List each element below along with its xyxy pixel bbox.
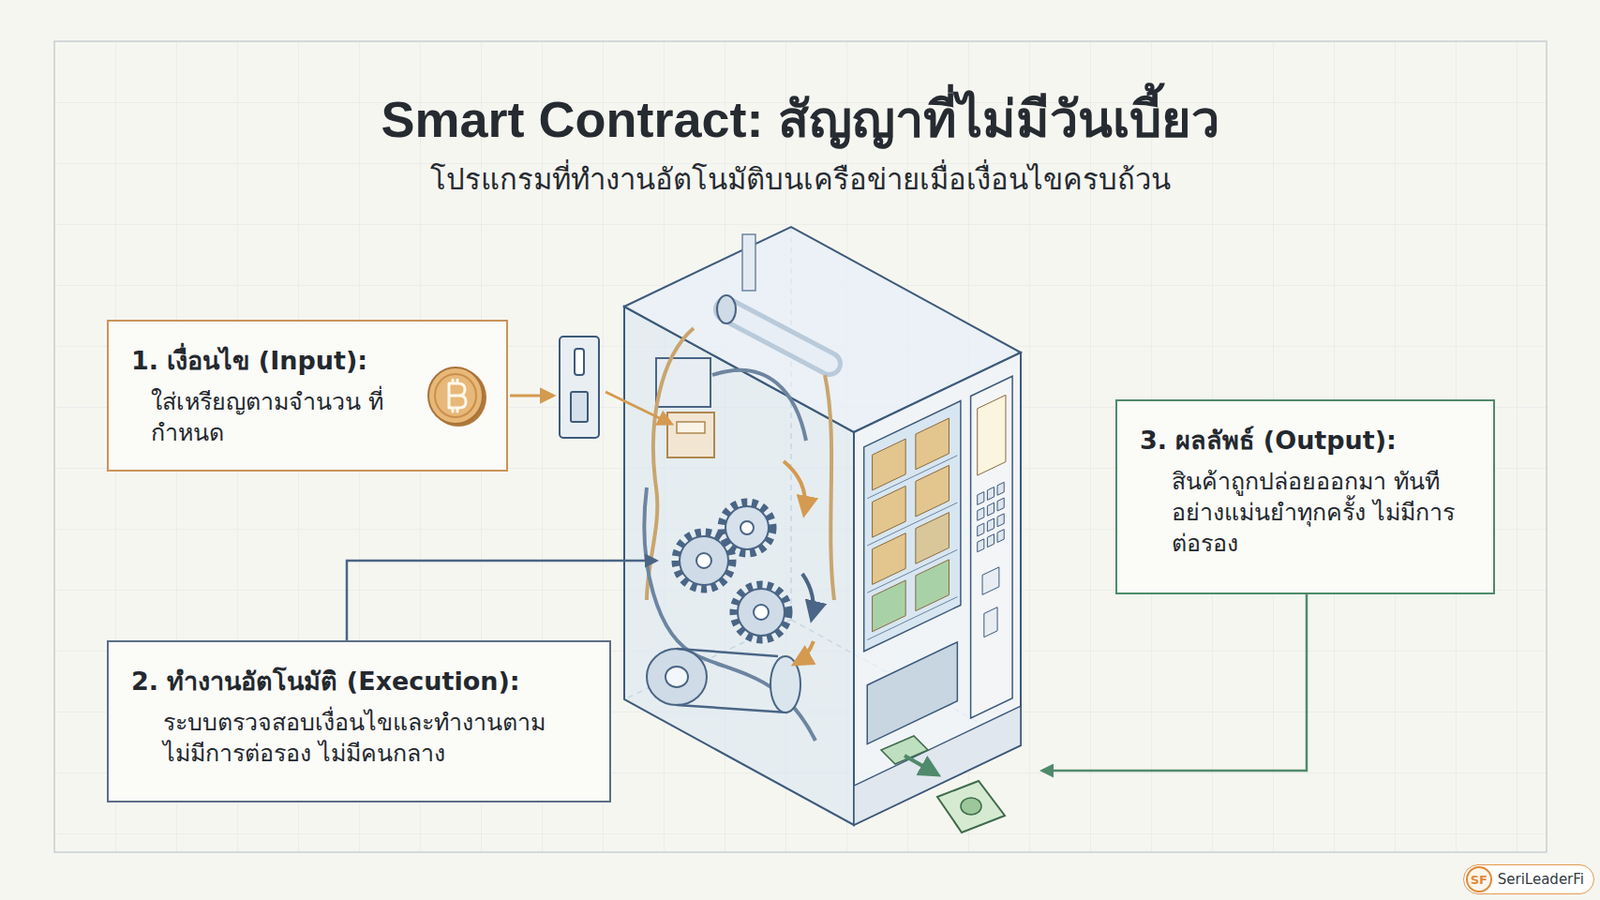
drawing-part — [977, 492, 985, 506]
callout-box: 1. เงื่อนไข (Input): ใส่เหรียญตามจำนวน ที… — [106, 319, 509, 472]
drawing-part — [971, 375, 1014, 718]
coin-part — [434, 373, 477, 418]
box-body: ระบบตรวจสอบเงื่อนไขและทำงานตาม ไม่มีการต… — [163, 706, 587, 769]
drawing-part — [740, 521, 754, 535]
drawing-part — [867, 502, 958, 546]
drawing-part — [997, 513, 1004, 527]
leader-arrow — [509, 394, 554, 398]
drawing-part — [712, 370, 807, 441]
drawing-part — [881, 735, 928, 764]
gear — [733, 584, 789, 640]
drawing-part — [977, 394, 1006, 476]
drawing-part — [867, 455, 958, 499]
drawing-part — [997, 497, 1004, 511]
drawing-part — [667, 412, 715, 458]
drawing-part — [570, 391, 588, 422]
bitcoin-symbol — [448, 379, 466, 412]
drawing-part — [726, 309, 830, 364]
drawing-part — [824, 374, 835, 600]
drawing-part — [982, 567, 1000, 595]
box-heading: 1. เงื่อนไข (Input): — [131, 340, 417, 381]
drawing-part — [977, 538, 985, 553]
drawing-part — [665, 666, 688, 688]
watermark: SFSeriLeaderFi — [1463, 864, 1595, 895]
drawing-part — [646, 648, 707, 705]
machine-front — [853, 352, 1021, 825]
drawing-part — [802, 573, 814, 619]
drawing-part — [864, 401, 961, 652]
leader-arrow — [605, 391, 672, 424]
drawing-part — [676, 421, 705, 434]
drawing-part — [794, 641, 814, 664]
drawing-part — [783, 461, 806, 514]
drawing-part — [986, 502, 994, 516]
drawing-part — [977, 481, 1004, 552]
drawing-part — [726, 309, 830, 364]
drawing-part — [559, 336, 599, 438]
drawing-part — [721, 502, 773, 554]
drawing-part — [997, 529, 1004, 543]
drawing-part — [984, 607, 998, 638]
subtitle: โปรแกรมที่ทำงานอัตโนมัติบนเครือข่ายเมื่อ… — [0, 155, 1600, 203]
callout-box: 3. ผลลัพธ์ (Output):สินค้าถูกปล่อยออกมา … — [1115, 399, 1496, 595]
leader-arrow — [1042, 594, 1307, 771]
drawing-part — [986, 518, 994, 532]
drawing-part — [977, 523, 985, 537]
coin-part — [428, 367, 483, 424]
title: Smart Contract: สัญญาที่ไม่มีวันเบี้ยว — [0, 78, 1600, 160]
drawing-part — [867, 455, 958, 641]
callout-box: 2. ทำงานอัตโนมัติ (Execution):ระบบตรวจสอ… — [106, 640, 612, 803]
drawing-part — [574, 348, 584, 375]
drawing-part — [742, 234, 756, 291]
box-body: ใส่เหรียญตามจำนวน ที่กำหนด — [150, 386, 417, 449]
drawing-part — [867, 549, 958, 593]
drawing-part — [679, 536, 729, 585]
drawing-part — [725, 506, 769, 550]
drawing-part — [737, 588, 785, 636]
drawing-part — [904, 755, 938, 775]
watermark-text: SeriLeaderFi — [1497, 870, 1585, 888]
leader-arrow — [346, 560, 657, 641]
product-packet — [937, 780, 1005, 833]
drawing-part — [853, 352, 1021, 825]
box-heading: 3. ผลลัพธ์ (Output): — [1139, 419, 1471, 461]
gear — [721, 502, 773, 554]
drawing-part — [643, 487, 816, 741]
drawing-part — [960, 797, 982, 815]
box-body: สินค้าถูกปล่อยออกมา ทันทีอย่างแม่นยำทุกค… — [1171, 465, 1471, 559]
drawing-part — [656, 358, 711, 407]
drawing-part — [867, 642, 958, 745]
drawing-part — [867, 597, 958, 641]
drawing-part — [997, 481, 1004, 495]
drawing-part — [733, 584, 789, 640]
coin-icon — [423, 363, 488, 428]
drawing-part — [986, 486, 994, 500]
drawing-part — [717, 295, 736, 324]
drawing-part — [986, 534, 994, 548]
box-heading: 2. ทำงานอัตโนมัติ (Execution): — [131, 660, 587, 702]
drawing-part — [696, 553, 712, 569]
coin-slot — [559, 336, 599, 438]
drawing-part — [753, 604, 769, 620]
logo-badge: SF — [1465, 866, 1493, 893]
vending-machine — [624, 226, 1021, 833]
drawing-part — [977, 507, 985, 521]
